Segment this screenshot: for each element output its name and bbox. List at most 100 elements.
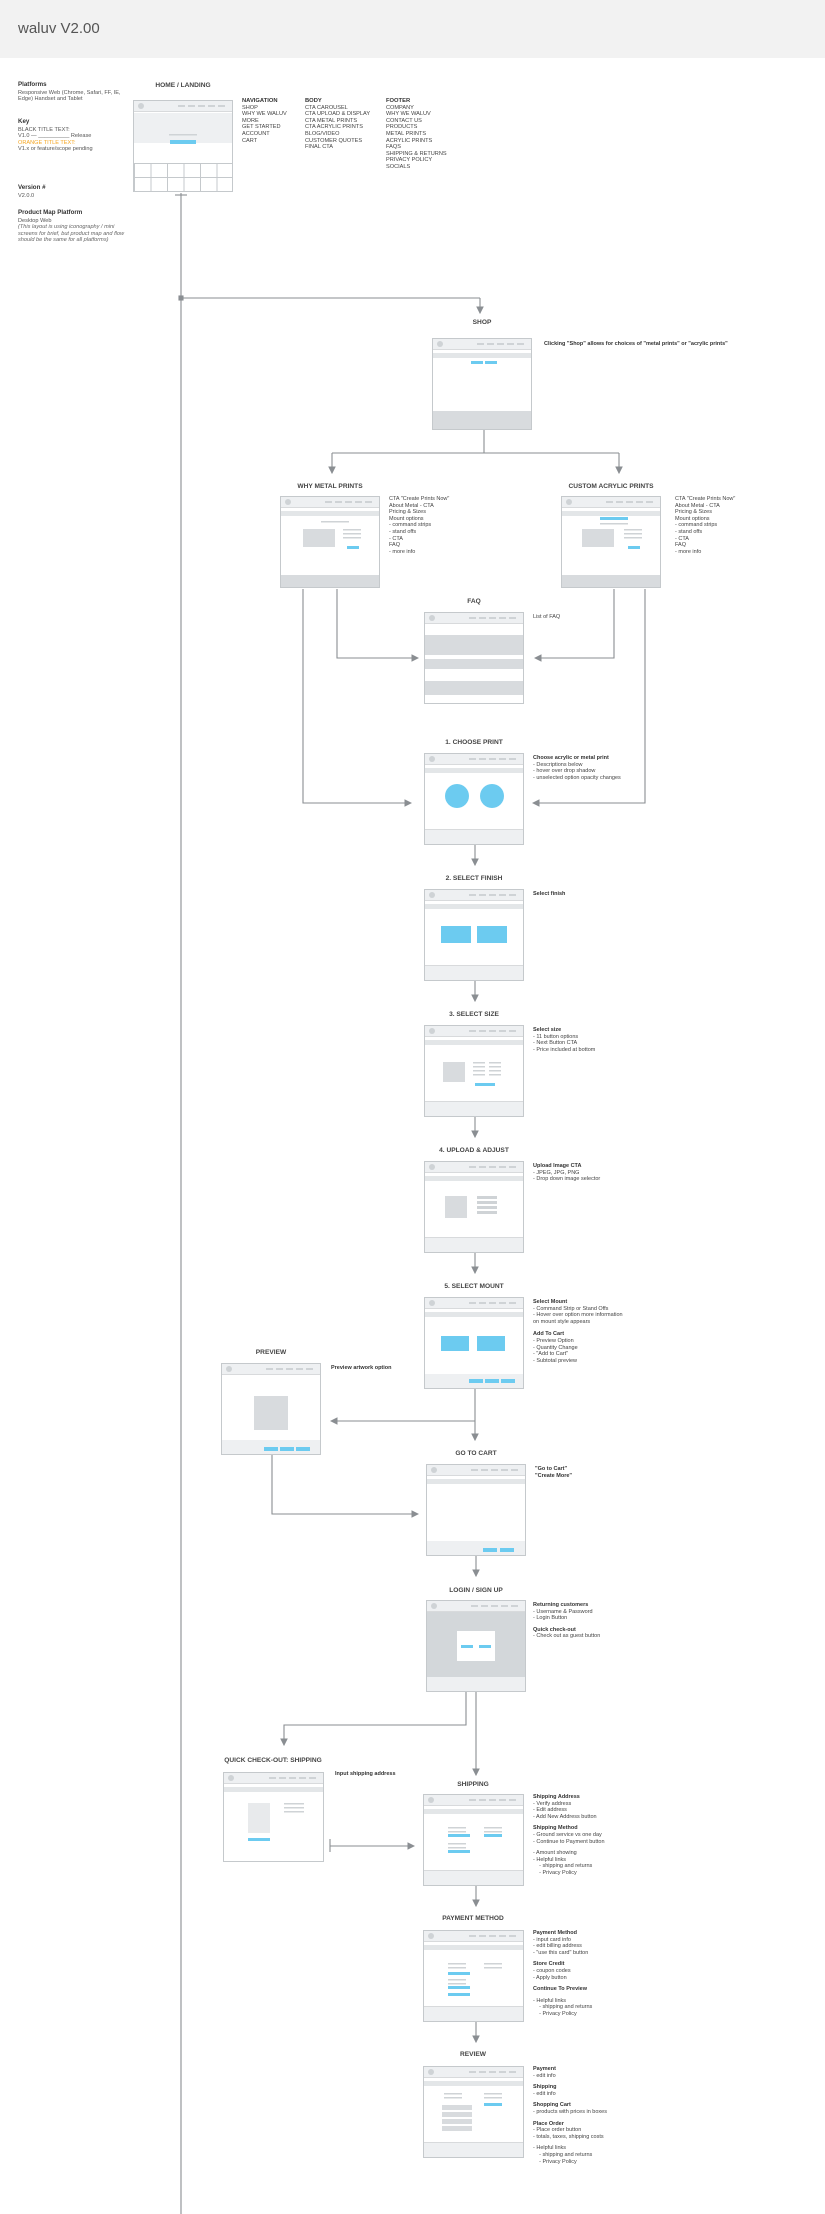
legend-map-value: Desktop Web: [18, 217, 52, 224]
upload-screen[interactable]: [424, 1161, 524, 1253]
order-summary: [284, 1803, 304, 1813]
guest-checkout-button[interactable]: [479, 1645, 491, 1648]
shop-metal-option[interactable]: [471, 361, 483, 364]
screen-nav: [325, 501, 375, 503]
cart-item-box: [442, 2119, 472, 2124]
finish-option[interactable]: [441, 926, 471, 943]
go-to-cart-button[interactable]: [483, 1548, 497, 1552]
faq-item[interactable]: [425, 635, 523, 655]
finish-option[interactable]: [477, 926, 507, 943]
preview-screen[interactable]: [221, 1363, 321, 1455]
home-screen[interactable]: [133, 100, 233, 192]
shop-acrylic-option[interactable]: [485, 361, 497, 364]
acrylic-screen[interactable]: [561, 496, 661, 588]
faq-item[interactable]: [425, 659, 523, 669]
add-to-cart-button[interactable]: [501, 1379, 515, 1383]
create-more-button[interactable]: [500, 1548, 514, 1552]
review-note: Payment - edit info Shipping - edit info…: [533, 2066, 607, 2165]
home-cta-button[interactable]: [170, 140, 196, 144]
continue-payment-button[interactable]: [448, 1850, 470, 1853]
stand-offs-option[interactable]: [477, 1336, 505, 1351]
use-card-button[interactable]: [448, 1972, 470, 1975]
note-line: - stand offs: [675, 528, 703, 535]
choose-print-screen[interactable]: [424, 753, 524, 845]
legend-map-title: Product Map Platform: [18, 209, 83, 216]
footer-button[interactable]: [280, 1447, 294, 1451]
next-button[interactable]: [475, 1083, 495, 1086]
screen-band: [562, 511, 660, 516]
continue-button[interactable]: [248, 1838, 270, 1841]
verify-address-button[interactable]: [448, 1834, 470, 1837]
quick-checkout-note: Input shipping address: [335, 1771, 396, 1778]
method-select[interactable]: [484, 1834, 502, 1837]
login-screen[interactable]: [426, 1600, 526, 1692]
screen-nav: [469, 894, 519, 896]
legend-key-black: BLACK TITLE TEXT:: [18, 126, 70, 133]
screen-nav: [469, 1935, 519, 1937]
cta-button[interactable]: [628, 546, 640, 549]
shop-note-text: Clicking "Shop" allows for choices of "m…: [544, 341, 728, 347]
quick-checkout-screen[interactable]: [223, 1772, 324, 1862]
hero-text: [600, 523, 628, 525]
size-options[interactable]: [473, 1062, 485, 1078]
size-options[interactable]: [489, 1062, 501, 1078]
note-line: Pricing & Sizes: [389, 509, 426, 516]
home-footer-list: FOOTER COMPANY WHY WE WALUV CONTACT US P…: [386, 98, 447, 171]
shop-screen[interactable]: [432, 338, 532, 430]
faq-screen[interactable]: [424, 612, 524, 704]
note-line: - Apply button: [533, 1974, 567, 1981]
create-prints-button[interactable]: [600, 517, 628, 520]
quantity-control[interactable]: [485, 1379, 499, 1383]
place-order-button[interactable]: [484, 2103, 502, 2106]
go-to-cart-screen[interactable]: [426, 1464, 526, 1556]
home-nav-list: NAVIGATION SHOP WHY WE WALUV MORE GET ST…: [242, 98, 287, 144]
login-button[interactable]: [461, 1645, 473, 1648]
acrylic-print-option[interactable]: [445, 784, 469, 808]
preview-button[interactable]: [469, 1379, 483, 1383]
home-body-title: BODY: [305, 98, 322, 104]
quick-checkout-title: QUICK CHECK-OUT: SHIPPING: [224, 1757, 322, 1764]
payment-screen[interactable]: [423, 1930, 524, 2022]
artwork-preview: [254, 1396, 288, 1430]
legend-key-title: Key: [18, 118, 30, 125]
continue-preview-button[interactable]: [448, 1993, 470, 1996]
create-prints-button[interactable]: [347, 546, 359, 549]
select-size-screen[interactable]: [424, 1025, 524, 1117]
home-body-item: CTA UPLOAD & DISPLAY: [305, 111, 371, 118]
note-line: - Helpful links: [533, 1997, 567, 2004]
metal-print-option[interactable]: [480, 784, 504, 808]
note-line: - Privacy Policy: [533, 2158, 577, 2165]
faq-title: FAQ: [467, 598, 481, 605]
preview-to-cart-arrow: [271, 1455, 420, 1518]
home-footer-item: METAL PRINTS: [386, 130, 427, 137]
home-title: HOME / LANDING: [155, 82, 211, 89]
select-mount-screen[interactable]: [424, 1297, 524, 1389]
uploaded-image[interactable]: [445, 1196, 467, 1218]
apply-button[interactable]: [448, 1986, 470, 1989]
footer-button[interactable]: [296, 1447, 310, 1451]
header-bar: [0, 0, 825, 58]
note-line: - command strips: [389, 522, 432, 529]
note-line: - Descriptions below: [533, 761, 583, 768]
note-line: - hover over drop shadow: [533, 768, 596, 775]
screen-band: [425, 1312, 523, 1317]
home-nav-item: WHY WE WALUV: [242, 111, 287, 118]
note-line: - Command Strip or Stand Offs: [533, 1305, 609, 1312]
review-screen[interactable]: [423, 2066, 524, 2158]
address-form[interactable]: [248, 1803, 270, 1833]
footer-button[interactable]: [264, 1447, 278, 1451]
legend-map-note: (This layout is using iconography / mini…: [18, 224, 125, 244]
select-finish-screen[interactable]: [424, 889, 524, 981]
adjust-controls[interactable]: [477, 1196, 497, 1214]
note-line: - Add New Address button: [533, 1813, 597, 1820]
product-details: [624, 529, 642, 541]
shipping-screen[interactable]: [423, 1794, 524, 1886]
screen-footer: [425, 965, 523, 980]
metal-to-faq-arrow: [336, 589, 420, 662]
faq-item[interactable]: [425, 681, 523, 695]
command-strip-option[interactable]: [441, 1336, 469, 1351]
screen-nav: [469, 758, 519, 760]
why-metal-screen[interactable]: [280, 496, 380, 588]
screen-nav: [469, 2071, 519, 2073]
home-footer-item: ACRYLIC PRINTS: [386, 137, 433, 144]
